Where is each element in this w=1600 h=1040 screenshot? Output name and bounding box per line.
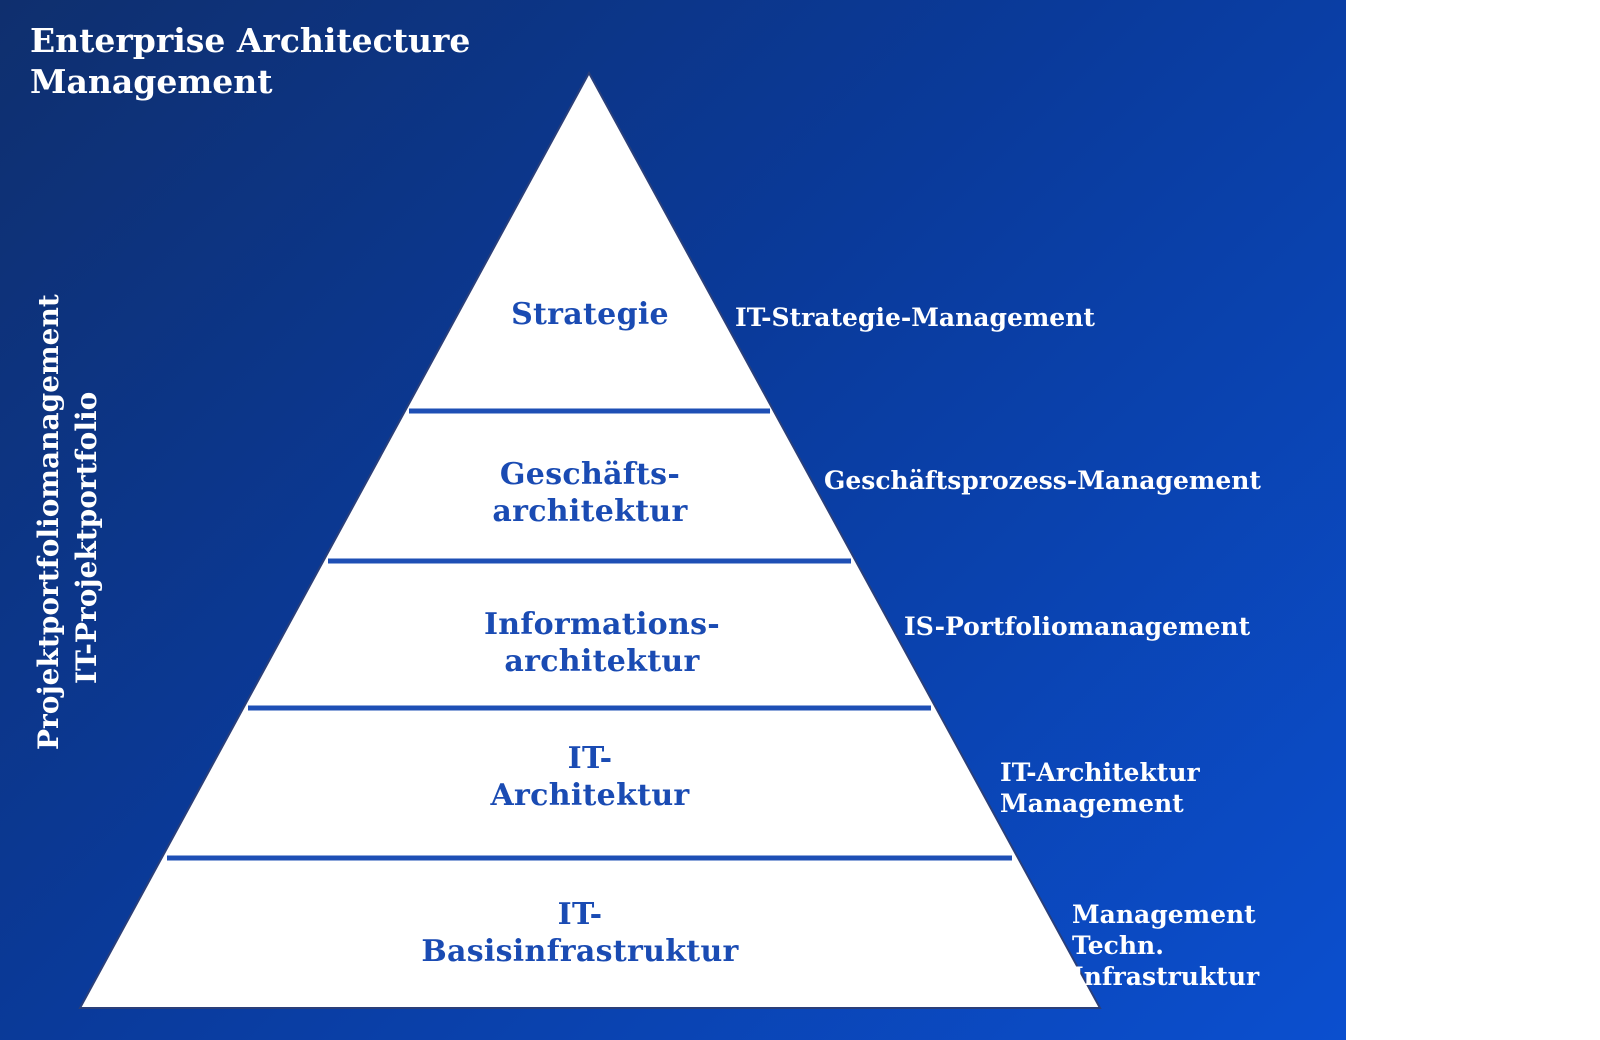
vertical-label-projektportfoliomanagement: Projektportfoliomanagement: [32, 294, 65, 750]
management-label-it-architektur: IT-Architektur Management: [1000, 758, 1200, 818]
management-label-is-portfolio: IS-Portfoliomanagement: [904, 612, 1251, 641]
tier-label-it-basisinfrastruktur: IT- Basisinfrastruktur: [421, 897, 739, 969]
management-label-geschaeftsprozess: Geschäftsprozess-Management: [824, 466, 1261, 495]
diagram-background: Enterprise Architecture Management Strat…: [0, 0, 1346, 1040]
vertical-labels: Projektportfoliomanagement IT-Projektpor…: [30, 290, 110, 750]
vertical-label-it-projektportfolio: IT-Projektportfolio: [70, 391, 103, 684]
management-label-infrastruktur: Management Techn. Infrastruktur: [1072, 900, 1260, 991]
diagram-title: Enterprise Architecture Management: [30, 21, 471, 101]
tier-label-geschaeftsarchitektur: Geschäfts- architektur: [492, 457, 688, 529]
tier-label-informationsarchitektur: Informations- architektur: [483, 607, 721, 679]
management-label-strategie: IT-Strategie-Management: [735, 303, 1095, 332]
pyramid-shape: [78, 70, 1102, 1009]
pyramid: [78, 70, 1102, 1009]
tier-label-it-architektur: IT- Architektur: [490, 741, 690, 813]
tier-label-strategie: Strategie: [511, 297, 669, 332]
